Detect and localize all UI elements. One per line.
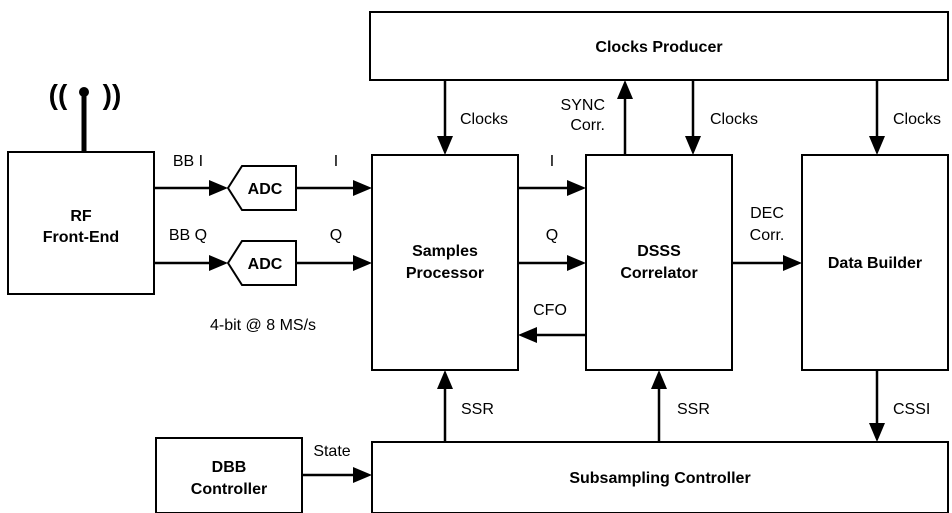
i-arrow-1 — [353, 180, 372, 196]
samples-processor-label-2: Processor — [406, 265, 484, 282]
state-arrow — [353, 467, 372, 483]
connections — [154, 80, 885, 483]
sync-label-1: SYNC — [561, 97, 605, 114]
i-arrow-2 — [567, 180, 586, 196]
antenna-icon: (( )) — [49, 79, 122, 152]
antenna-right-waves: )) — [103, 79, 122, 110]
cssi-label: CSSI — [893, 401, 930, 418]
clocks-label-1: Clocks — [460, 111, 508, 128]
ssr-label-2: SSR — [677, 401, 710, 418]
clocks-arrow-2 — [685, 136, 701, 155]
i-label-2: I — [550, 153, 554, 170]
dsss-correlator-label-1: DSSS — [637, 243, 681, 260]
cssi-arrow — [869, 423, 885, 442]
rf-front-end-label-1: RF — [70, 208, 92, 225]
bb-i-label: BB I — [173, 153, 203, 170]
data-builder-label: Data Builder — [828, 255, 922, 272]
samples-processor-block — [371, 154, 519, 371]
bb-i-arrow — [209, 180, 228, 196]
dsss-correlator-block — [585, 154, 733, 371]
q-label-1: Q — [330, 227, 342, 244]
q-arrow-2 — [567, 255, 586, 271]
clocks-arrow-3 — [869, 136, 885, 155]
dsss-correlator-label-2: Correlator — [620, 265, 697, 282]
clocks-label-3: Clocks — [893, 111, 941, 128]
clocks-producer-block — [369, 11, 949, 81]
q-label-2: Q — [546, 227, 558, 244]
sync-label-2: Corr. — [570, 117, 605, 134]
ssr-arrow-1 — [437, 370, 453, 389]
adc-i-label: ADC — [248, 181, 283, 198]
bb-q-arrow — [209, 255, 228, 271]
subsampling-controller-label: Subsampling Controller — [569, 470, 750, 487]
q-arrow-1 — [353, 255, 372, 271]
rf-front-end-label-2: Front-End — [43, 229, 119, 246]
adc-spec-label: 4-bit @ 8 MS/s — [210, 317, 316, 334]
clocks-label-2: Clocks — [710, 111, 758, 128]
i-label-1: I — [334, 153, 338, 170]
dec-corr-arrow — [783, 255, 802, 271]
adc-q-label: ADC — [248, 256, 283, 273]
ssr-label-1: SSR — [461, 401, 494, 418]
cfo-arrow — [518, 327, 537, 343]
clocks-arrow-1 — [437, 136, 453, 155]
ssr-arrow-2 — [651, 370, 667, 389]
dbb-controller-label-1: DBB — [212, 459, 247, 476]
bb-q-label: BB Q — [169, 227, 207, 244]
rf-front-end-block — [7, 151, 155, 295]
cfo-label: CFO — [533, 302, 567, 319]
sync-corr-arrow — [617, 80, 633, 99]
clocks-producer-label: Clocks Producer — [595, 39, 722, 56]
state-label: State — [313, 443, 350, 460]
dbb-controller-label-2: Controller — [191, 481, 267, 498]
samples-processor-label-1: Samples — [412, 243, 478, 260]
antenna-left-waves: (( — [49, 79, 68, 110]
dec-label-1: DEC — [750, 205, 784, 222]
dec-label-2: Corr. — [750, 227, 785, 244]
data-builder-block — [801, 154, 949, 371]
